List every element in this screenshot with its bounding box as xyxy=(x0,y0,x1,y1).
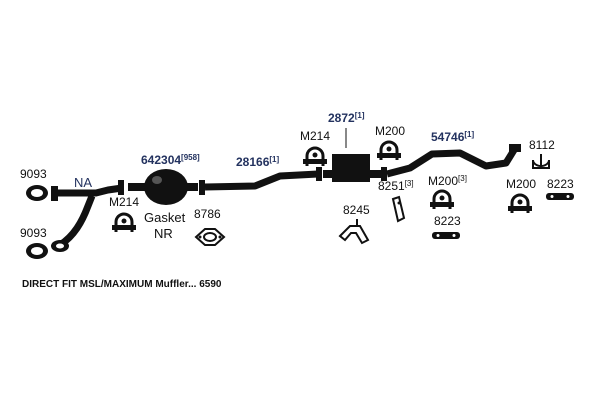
clamp-m214-left[interactable]: M214 xyxy=(109,195,139,232)
u-clamp-icon xyxy=(508,193,532,213)
clamp-m214-left-label: M214 xyxy=(109,195,139,209)
converter-icon xyxy=(128,169,198,205)
hanger-8251-label: 8251[3] xyxy=(378,179,414,193)
bracket-8245-label: 8245 xyxy=(343,203,370,217)
pipe-28166-part-number: 28166[1] xyxy=(236,155,279,169)
gasket-9093-bottom[interactable]: 9093 xyxy=(20,226,48,259)
clamp-8112-label: 8112 xyxy=(529,138,555,152)
clamp-m200-mid[interactable]: M200 xyxy=(375,124,405,160)
catalytic-converter-642304[interactable]: 642304[958] xyxy=(128,153,200,205)
u-clamp-icon xyxy=(430,189,454,209)
gasket-9093-top[interactable]: 9093 xyxy=(20,167,48,201)
bracket-8245[interactable]: 8245 xyxy=(338,203,370,245)
u-clamp-icon xyxy=(112,212,136,232)
hanger-8223-right[interactable]: 8223 xyxy=(546,177,574,200)
flange-gasket-icon xyxy=(194,228,226,246)
muffler-2872[interactable]: 2872[1] xyxy=(323,111,383,182)
u-clamp-icon xyxy=(303,146,327,166)
hanger-8223-mid[interactable]: 8223 xyxy=(432,214,461,239)
hanger-8223-right-label: 8223 xyxy=(547,177,574,191)
y-pipe-icon xyxy=(51,180,124,252)
band-clamp-icon xyxy=(532,154,550,169)
gasket-nr-label-line2: NR xyxy=(154,226,173,241)
gasket-ring-icon xyxy=(26,243,48,259)
direct-fit-muffler-note: DIRECT FIT MSL/MAXIMUM Muffler... 6590 xyxy=(22,279,222,290)
tailpipe-54746[interactable]: 54746[1] xyxy=(381,130,521,181)
hanger-8223-mid-label: 8223 xyxy=(434,214,461,228)
converter-part-number: 642304[958] xyxy=(141,153,200,167)
y-pipe-na-label: NA xyxy=(74,175,92,190)
tailpipe-part-number: 54746[1] xyxy=(431,130,474,144)
hanger-8251[interactable]: 8251[3] xyxy=(378,179,414,223)
rubber-hanger-icon xyxy=(432,232,460,239)
gasket-8786-label: 8786 xyxy=(194,207,221,221)
gasket-nr-label-line1: Gasket xyxy=(144,210,186,225)
gasket-9093-top-label: 9093 xyxy=(20,167,47,181)
gasket-ring-icon xyxy=(26,185,48,201)
muffler-part-number: 2872[1] xyxy=(328,111,365,125)
rubber-hanger-icon xyxy=(546,193,574,200)
u-clamp-icon xyxy=(377,140,401,160)
clamp-m200-right-label: M200[3] xyxy=(428,174,467,188)
bracket-icon xyxy=(338,219,370,245)
hanger-icon xyxy=(391,195,406,223)
pipe-icon xyxy=(199,167,322,195)
gasket-8786[interactable]: 8786 xyxy=(194,207,226,246)
tailpipe-icon xyxy=(381,144,521,181)
clamp-m200-mid-label: M200 xyxy=(375,124,405,138)
clamp-8112[interactable]: 8112 xyxy=(529,138,555,169)
clamp-m200-far-label: M200 xyxy=(506,177,536,191)
gasket-9093-bottom-label: 9093 xyxy=(20,226,47,240)
y-pipe-na[interactable]: NA xyxy=(51,175,124,252)
gasket-nr[interactable]: Gasket NR xyxy=(144,210,186,241)
muffler-icon xyxy=(323,154,383,182)
clamp-m200-far[interactable]: M200 xyxy=(506,177,536,213)
clamp-m214-right[interactable]: M214 xyxy=(300,129,330,166)
clamp-m200-right[interactable]: M200[3] xyxy=(428,174,467,209)
pipe-28166[interactable]: 28166[1] xyxy=(199,155,322,195)
clamp-m214-right-label: M214 xyxy=(300,129,330,143)
